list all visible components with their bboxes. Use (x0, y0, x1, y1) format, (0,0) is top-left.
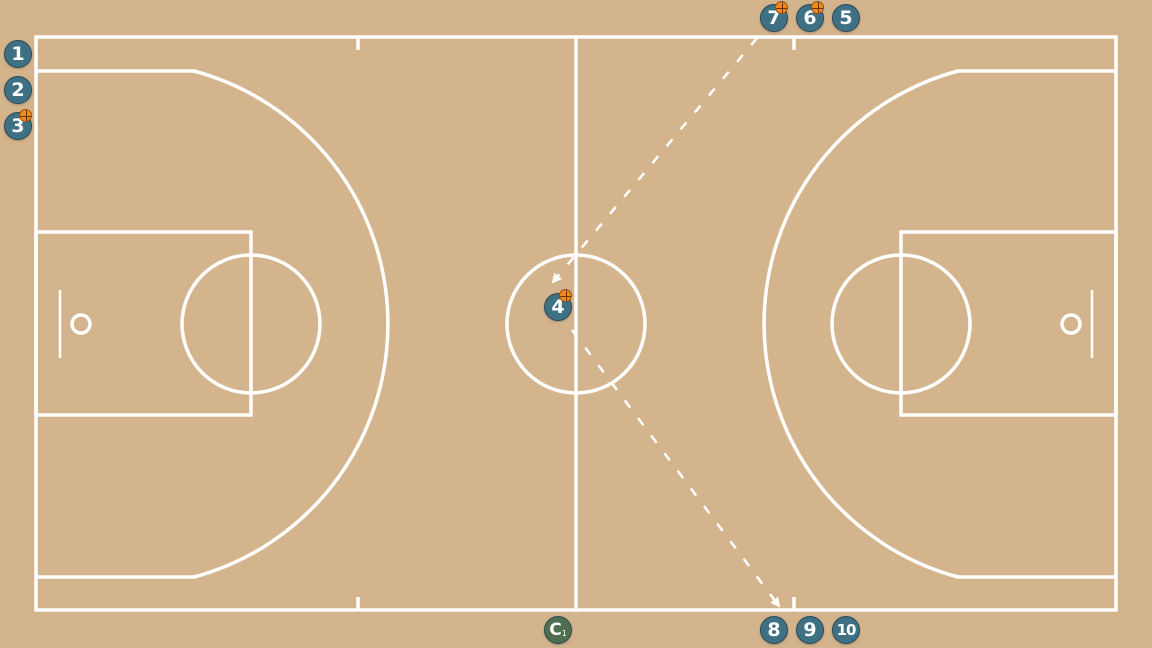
player-4-token[interactable]: 4 (544, 293, 572, 321)
hoop-left (70, 313, 92, 335)
player-7-token[interactable]: 7 (760, 4, 788, 32)
pass-path-4-to-8[interactable] (571, 329, 781, 608)
free-throw-circle-left (180, 253, 322, 395)
player-1-token[interactable]: 1 (4, 40, 32, 68)
free-throw-circle-right (830, 253, 972, 395)
basketball-icon (811, 1, 824, 14)
three-point-line-right (762, 69, 1116, 579)
player-9-token[interactable]: 9 (796, 616, 824, 644)
player-10-token[interactable]: 10 (832, 616, 860, 644)
player-5-token[interactable]: 5 (832, 4, 860, 32)
hoop-right (1060, 313, 1082, 335)
pass-path-7-to-4[interactable] (551, 37, 758, 284)
basketball-icon (19, 109, 32, 122)
key-left (34, 230, 253, 417)
key-right (899, 230, 1118, 417)
basketball-icon (775, 1, 788, 14)
player-8-token[interactable]: 8 (760, 616, 788, 644)
three-point-line-left (36, 69, 390, 579)
player-2-token[interactable]: 2 (4, 76, 32, 104)
basketball-icon (559, 289, 572, 302)
coach-number: 1 (561, 629, 567, 638)
center-circle (505, 253, 647, 395)
